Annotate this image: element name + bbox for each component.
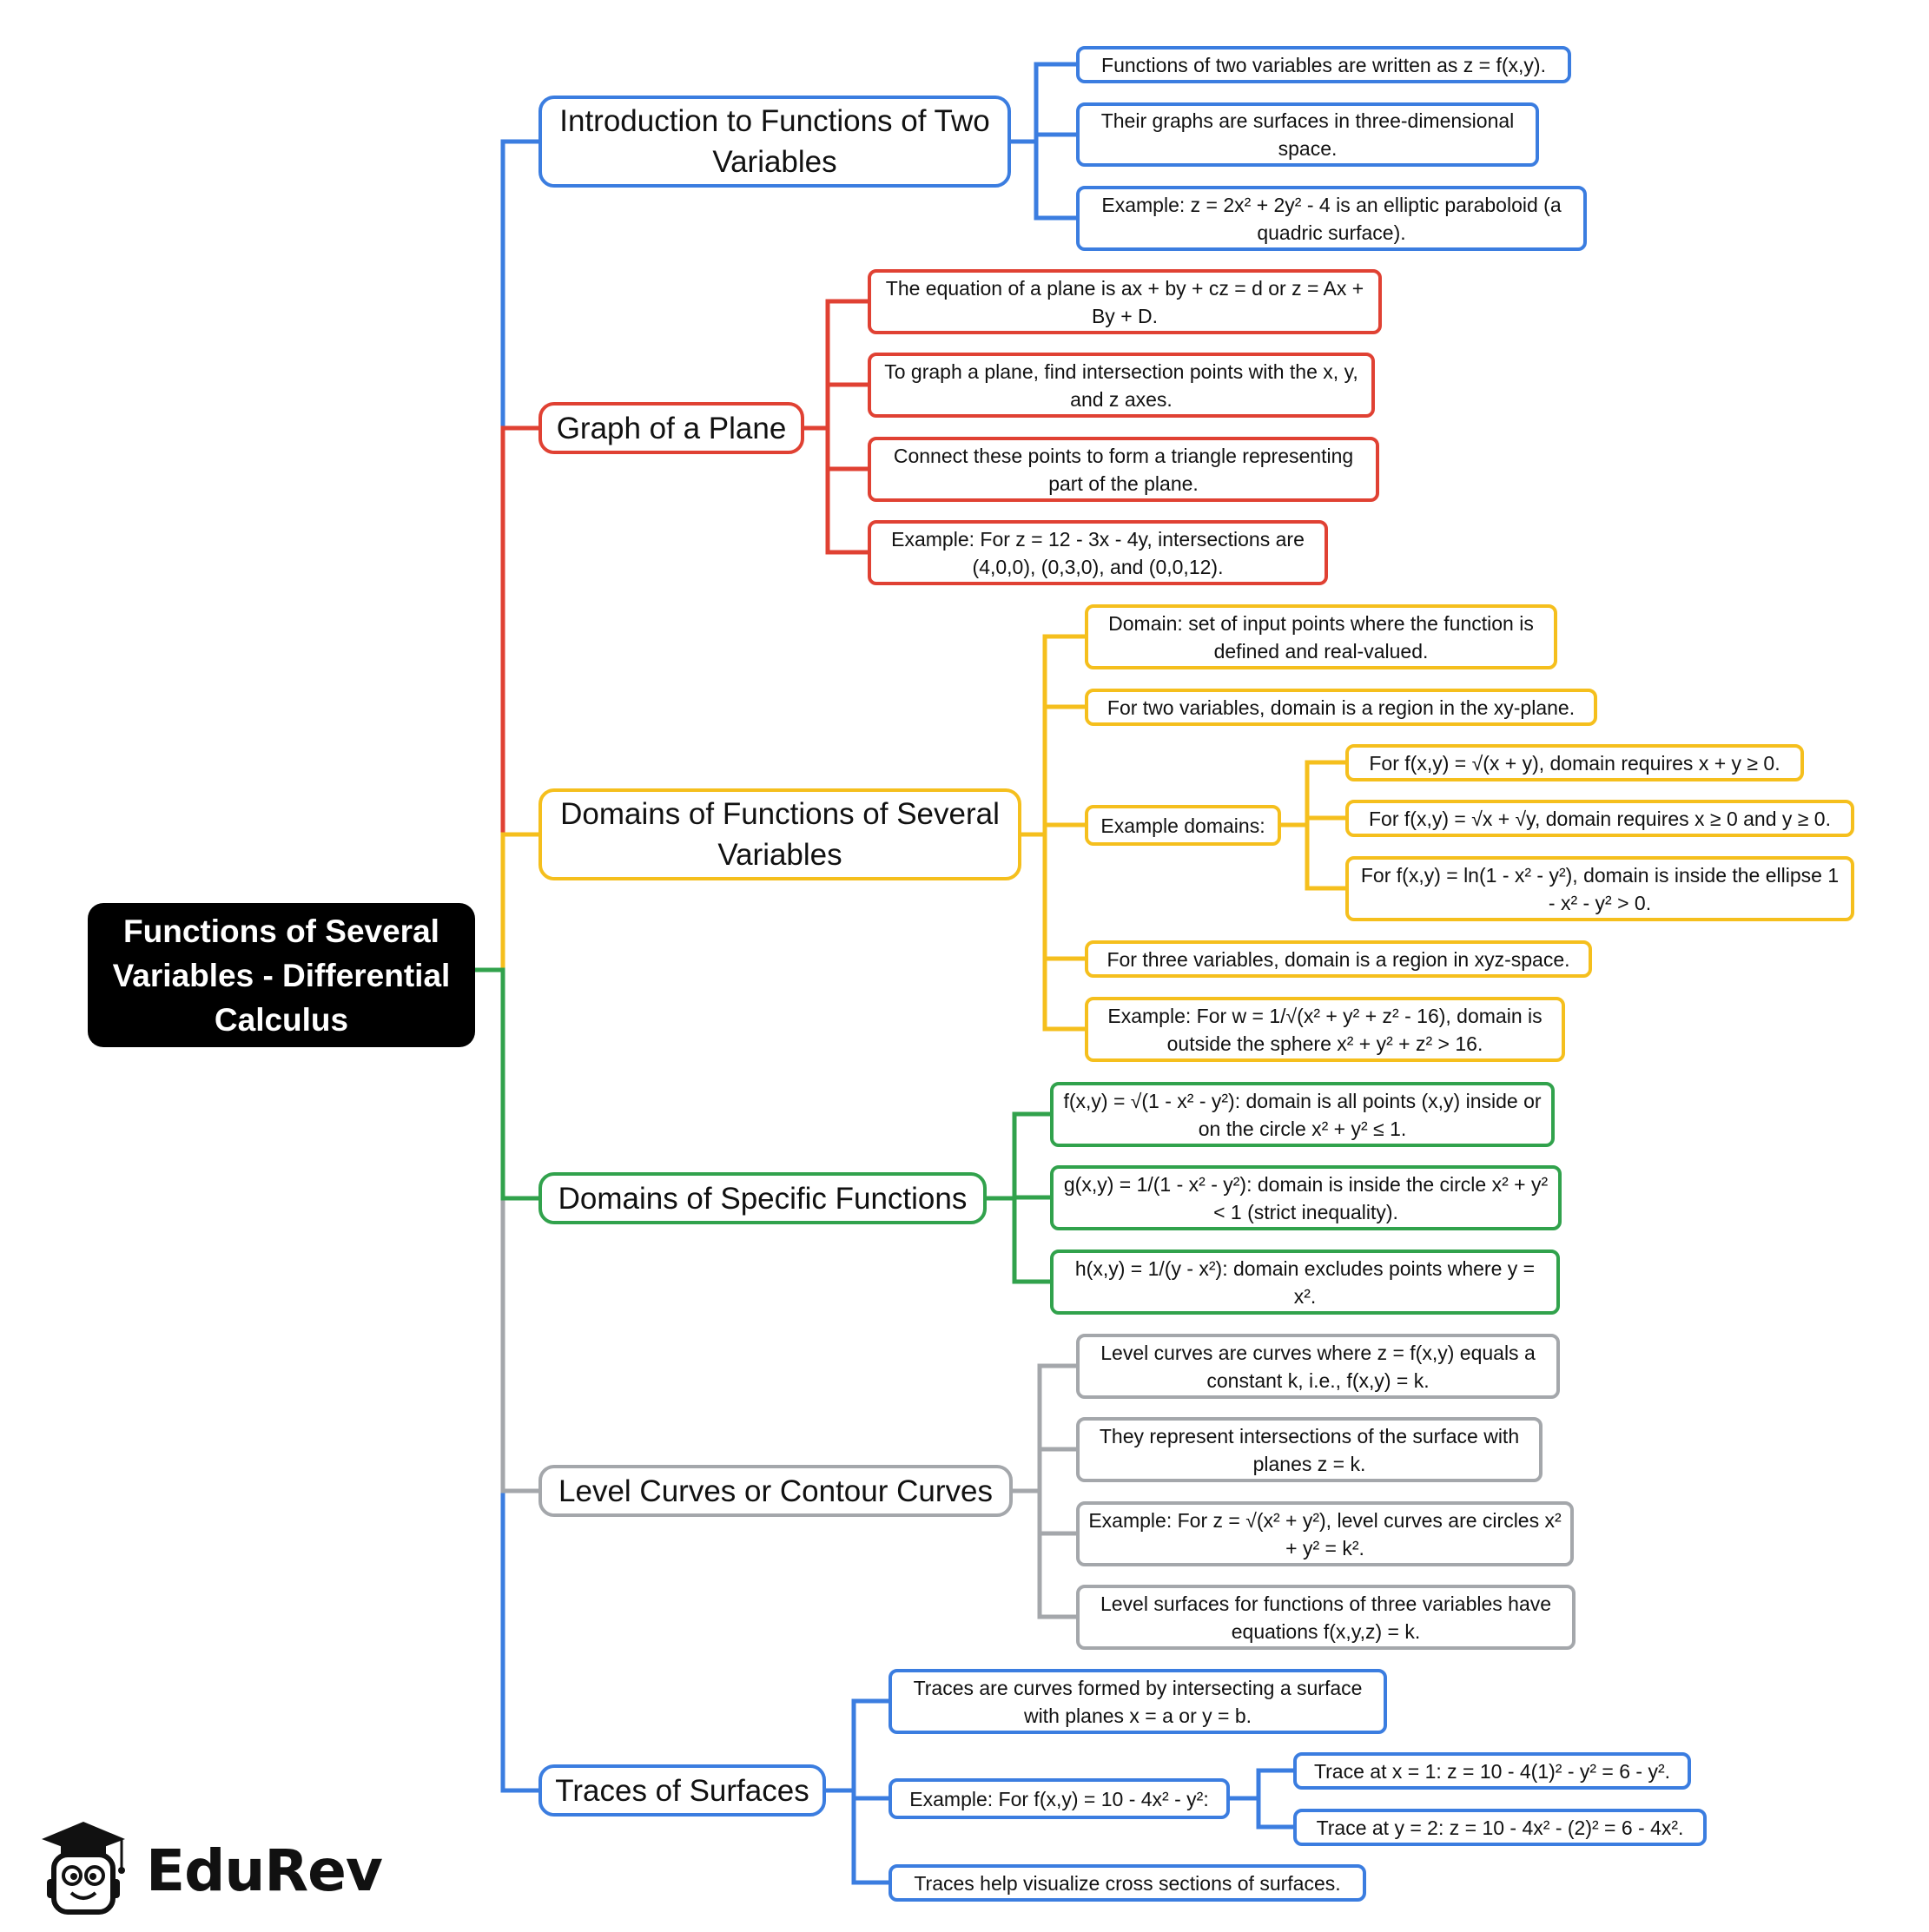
leaf-traces-1: Traces are curves formed by intersecting… xyxy=(889,1669,1387,1734)
leaf-level-2: They represent intersections of the surf… xyxy=(1076,1417,1543,1482)
leaf-domains-2: For two variables, domain is a region in… xyxy=(1085,689,1597,726)
leaf-plane-4: Example: For z = 12 - 3x - 4y, intersect… xyxy=(868,520,1328,585)
leaf-level-3: Example: For z = √(x² + y²), level curve… xyxy=(1076,1501,1574,1566)
leaf-trace-y: Trace at y = 2: z = 10 - 4x² - (2)² = 6 … xyxy=(1293,1809,1707,1846)
leaf-level-1: Level curves are curves where z = f(x,y)… xyxy=(1076,1334,1560,1399)
leaf-domains-5: Example: For w = 1/√(x² + y² + z² - 16),… xyxy=(1085,997,1565,1062)
branch-domains-several-variables: Domains of Functions of Several Variable… xyxy=(538,788,1021,880)
branch-graph-of-plane: Graph of a Plane xyxy=(538,402,804,454)
leaf-trace-x: Trace at x = 1: z = 10 - 4(1)² - y² = 6 … xyxy=(1293,1752,1691,1790)
branch-level-curves: Level Curves or Contour Curves xyxy=(538,1465,1013,1517)
leaf-plane-1: The equation of a plane is ax + by + cz … xyxy=(868,269,1382,334)
leaf-plane-3: Connect these points to form a triangle … xyxy=(868,437,1379,502)
leaf-specific-1: f(x,y) = √(1 - x² - y²): domain is all p… xyxy=(1050,1082,1555,1147)
leaf-specific-2: g(x,y) = 1/(1 - x² - y²): domain is insi… xyxy=(1050,1165,1562,1230)
leaf-example-domain-1: For f(x,y) = √(x + y), domain requires x… xyxy=(1345,744,1804,781)
leaf-domains-4: For three variables, domain is a region … xyxy=(1085,940,1592,978)
edurev-logo-text: EduRev xyxy=(146,1837,383,1904)
root-node: Functions of Several Variables - Differe… xyxy=(88,903,475,1047)
leaf-example-domain-2: For f(x,y) = √x + √y, domain requires x … xyxy=(1345,800,1854,837)
leaf-intro-3: Example: z = 2x² + 2y² - 4 is an ellipti… xyxy=(1076,186,1587,251)
leaf-domains-1: Domain: set of input points where the fu… xyxy=(1085,604,1557,669)
leaf-intro-2: Their graphs are surfaces in three-dimen… xyxy=(1076,102,1539,167)
branch-domains-specific-functions: Domains of Specific Functions xyxy=(538,1172,987,1224)
leaf-level-4: Level surfaces for functions of three va… xyxy=(1076,1585,1576,1650)
leaf-traces-example: Example: For f(x,y) = 10 - 4x² - y²: xyxy=(889,1778,1230,1819)
leaf-specific-3: h(x,y) = 1/(y - x²): domain excludes poi… xyxy=(1050,1250,1560,1315)
branch-traces-of-surfaces: Traces of Surfaces xyxy=(538,1764,826,1817)
leaf-intro-1: Functions of two variables are written a… xyxy=(1076,46,1571,83)
leaf-example-domain-3: For f(x,y) = ln(1 - x² - y²), domain is … xyxy=(1345,856,1854,921)
graduation-cap-mascot-icon xyxy=(42,1822,125,1915)
leaf-example-domains: Example domains: xyxy=(1085,805,1281,846)
branch-intro-functions-two-variables: Introduction to Functions of Two Variabl… xyxy=(538,96,1011,188)
leaf-plane-2: To graph a plane, find intersection poin… xyxy=(868,353,1375,418)
leaf-traces-3: Traces help visualize cross sections of … xyxy=(889,1864,1366,1902)
